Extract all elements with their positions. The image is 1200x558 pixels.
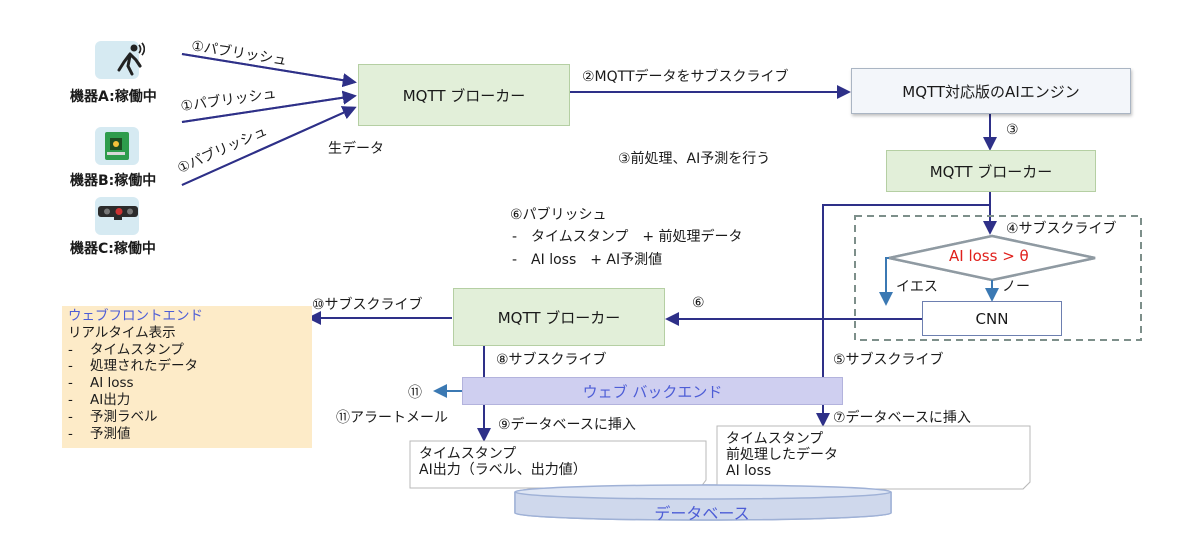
web-backend: ウェブ バックエンド xyxy=(462,377,843,405)
database-label: データベース xyxy=(654,504,750,523)
device-b-tile xyxy=(95,127,139,165)
decision-label: AI loss > θ xyxy=(949,247,1029,265)
frontend-subtitle: リアルタイム表示 xyxy=(68,324,176,341)
step5-label: ⑤サブスクライブ xyxy=(833,352,944,368)
frontend-item: -予測値 xyxy=(68,425,131,442)
frontend-item: -予測ラベル xyxy=(68,408,158,425)
db-record-preprocessed: タイムスタンプ 前処理したデータ AI loss xyxy=(726,431,838,479)
raw-data-label: 生データ xyxy=(328,141,384,157)
step6-line1: - タイムスタンプ + 前処理データ xyxy=(512,229,743,245)
step2-label: ②MQTTデータをサブスクライブ xyxy=(582,69,789,85)
mqtt-broker-main-label: MQTT ブローカー xyxy=(402,86,526,105)
mqtt-broker-bottom-label: MQTT ブローカー xyxy=(497,308,621,327)
cnn-box: CNN xyxy=(922,301,1062,336)
step6-title: ⑥パブリッシュ xyxy=(510,207,607,223)
step10-label: ⑩サブスクライブ xyxy=(312,297,423,313)
web-frontend: ウェブフロントエンド リアルタイム表示 -タイムスタンプ -処理されたデータ -… xyxy=(62,306,312,448)
mqtt-broker-engine-label: MQTT ブローカー xyxy=(929,162,1053,181)
yes-arrow xyxy=(879,257,893,306)
frontend-title: ウェブフロントエンド xyxy=(68,308,203,324)
mqtt-broker-bottom: MQTT ブローカー xyxy=(453,288,665,346)
db-record-ai-output: タイムスタンプ AI出力（ラベル、出力値） xyxy=(419,446,587,478)
no-label: ノー xyxy=(1002,279,1030,295)
device-a-tile xyxy=(95,41,139,79)
device-a-label: 機器A:稼働中 xyxy=(70,89,157,105)
device-c-label: 機器C:稼働中 xyxy=(70,241,156,257)
frontend-item: -処理されたデータ xyxy=(68,358,198,375)
step3-label: ③前処理、AI予測を行う xyxy=(618,151,771,167)
yes-label: イエス xyxy=(896,279,938,295)
step11-marker: ⑪ xyxy=(408,385,422,401)
step6-marker: ⑥ xyxy=(692,295,705,311)
web-backend-label: ウェブ バックエンド xyxy=(582,382,723,401)
device-b-label: 機器B:稼働中 xyxy=(70,173,157,189)
step9-label: ⑨データベースに挿入 xyxy=(498,417,636,433)
step11-label: ⑪アラートメール xyxy=(336,410,448,426)
step7-label: ⑦データベースに挿入 xyxy=(833,410,971,426)
ai-engine-label: MQTT対応版のAIエンジン xyxy=(902,82,1080,101)
frontend-item: -AI loss xyxy=(68,375,134,392)
step8-label: ⑧サブスクライブ xyxy=(496,352,607,368)
ai-engine: MQTT対応版のAIエンジン xyxy=(851,68,1131,114)
mqtt-broker-engine: MQTT ブローカー xyxy=(886,150,1096,192)
database-cylinder-top xyxy=(514,484,892,500)
cnn-label: CNN xyxy=(975,309,1009,328)
frontend-item: -タイムスタンプ xyxy=(68,341,184,358)
step6-line2: - AI loss + AI予測値 xyxy=(512,252,663,268)
step4-label: ④サブスクライブ xyxy=(1006,221,1117,237)
mqtt-broker-main: MQTT ブローカー xyxy=(358,64,570,126)
device-c-tile xyxy=(95,197,139,235)
step3-marker: ③ xyxy=(1006,122,1019,138)
frontend-item: -AI出力 xyxy=(68,391,131,408)
